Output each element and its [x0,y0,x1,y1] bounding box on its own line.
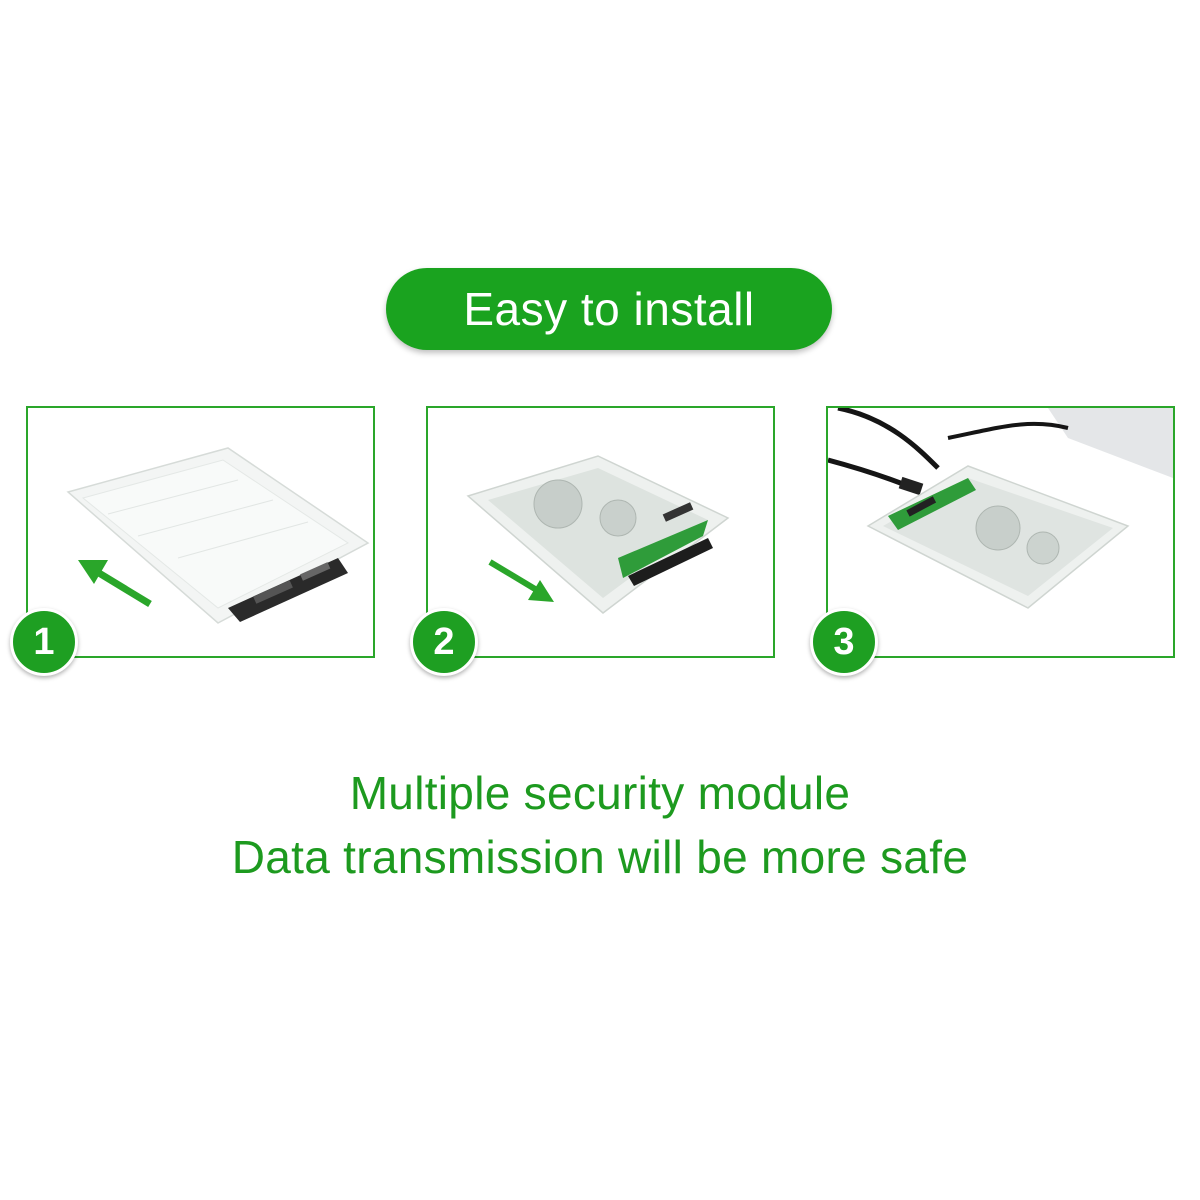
step-3-illustration [828,408,1173,609]
step-3-badge: 3 [810,608,878,676]
step-1-illustration [66,447,370,624]
title-pill: Easy to install [386,268,832,350]
usb-cable-icon [828,408,1069,496]
caption-line-1: Multiple security module [349,767,851,819]
step-2-badge: 2 [410,608,478,676]
step-1-badge: 1 [10,608,78,676]
step-2-panel [426,406,775,658]
caption-line-2: Data transmission will be more safe [231,831,969,883]
arrow-down-right-icon [488,559,554,602]
step-2-illustration [466,455,730,614]
step-3-panel [826,406,1175,658]
arrow-up-left-icon [78,560,152,607]
step-1-panel [26,406,375,658]
title-text: Easy to install [463,283,755,335]
